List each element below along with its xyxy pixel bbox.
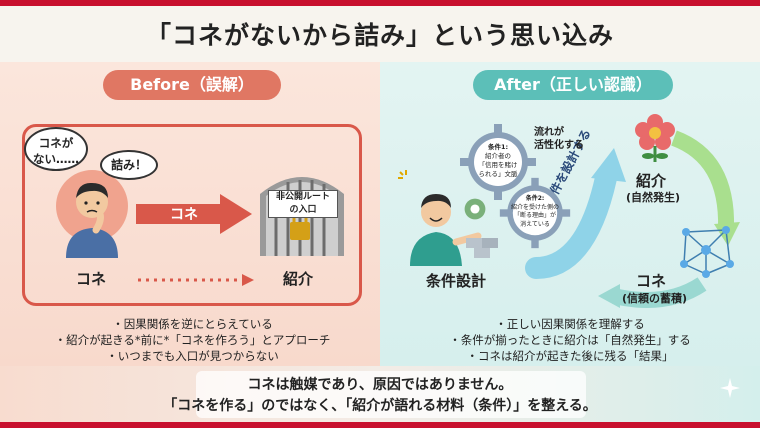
builder-label: 条件設計	[426, 272, 487, 290]
gear-icon	[460, 124, 536, 200]
gear2-line-2: 紹介を受けた側の	[510, 203, 559, 211]
gate-sign: 非公開ルート の入口	[268, 190, 338, 218]
dotted-arrow	[138, 274, 254, 286]
gear1-text: 条件1: 紹介者の 「信用を賭け られる」文脈	[470, 143, 526, 179]
gate-label-referral: 紹介	[283, 270, 314, 288]
network-icon	[680, 226, 734, 278]
gear-icon	[464, 198, 486, 220]
builder-person-illustration	[410, 194, 498, 266]
top-accent-bar	[0, 0, 760, 6]
before-frame	[22, 124, 362, 306]
bubble-line-2: ない……	[33, 152, 79, 166]
gear-top-note: 流れが 活性化する	[534, 126, 584, 152]
gear2-text: 条件2: 紹介を受けた側の 「断る理由」が 消えている	[508, 195, 562, 229]
gear1-line-4: られる」文脈	[478, 170, 518, 178]
before-bullet-2: ・紹介が起きる*前に*「コネを作ろう」とアプローチ	[54, 333, 331, 347]
gear2-line-1: 条件2:	[525, 195, 545, 202]
title-band	[0, 6, 760, 62]
gear2-line-4: 消えている	[520, 220, 550, 228]
flower-label: 紹介	[636, 172, 667, 190]
thought-bubble-no-connection: コネが ない……	[24, 127, 88, 171]
bottom-accent-bar	[0, 422, 760, 428]
gear1-line-1: 条件1:	[487, 143, 509, 151]
flower-sub: (自然発生)	[626, 191, 681, 204]
gate-sign-line-2: の入口	[289, 205, 317, 215]
after-label: After（正しい認識）	[473, 70, 673, 100]
network-label: コネ	[636, 272, 667, 290]
gear1-line-3: 「信用を賭け	[478, 161, 518, 169]
worried-person-illustration	[56, 170, 128, 258]
person-label-connection: コネ	[76, 270, 107, 288]
before-label: Before（誤解）	[103, 70, 281, 100]
after-bullets: ・正しい因果関係を理解する ・条件が揃ったときに紹介は「自然発生」する ・コネは…	[390, 316, 750, 364]
footer-card	[196, 371, 586, 418]
page-title: 「コネがないから詰み」という思い込み	[145, 21, 614, 50]
before-bullet-1: ・因果関係を逆にとらえている	[112, 317, 273, 331]
footer-line-2: 「コネを作る」のではなく、「紹介が語れる材料（条件）」を整える。	[163, 398, 597, 414]
cycle-arrows	[525, 130, 740, 308]
after-bullet-3: ・コネは紹介が起きた後に残る「結果」	[466, 349, 674, 363]
network-sub: (信頼の蓄積)	[622, 292, 688, 305]
before-bullets: ・因果関係を逆にとらえている ・紹介が起きる*前に*「コネを作ろう」とアプローチ…	[10, 316, 375, 364]
gear1-line-2: 紹介者の	[485, 152, 511, 160]
gear2-line-3: 「断る理由」が	[513, 212, 556, 219]
after-bullet-1: ・正しい因果関係を理解する	[495, 317, 645, 331]
gear-icon	[499, 177, 571, 249]
sparkle-icon	[398, 170, 407, 179]
speech-bubble-stuck: 詰み！	[100, 150, 158, 180]
sparkle-icon	[720, 378, 740, 398]
gate-sign-line-1: 非公開ルート	[275, 192, 330, 202]
bubble-line-1: コネが	[38, 136, 74, 150]
footer-line-1: コネは触媒であり、原因ではありません。	[247, 377, 513, 393]
gear-top-note-line-2: 活性化する	[534, 140, 584, 151]
flower-icon	[635, 114, 675, 162]
arrow-label-connection: コネ	[170, 207, 198, 223]
after-bullet-2: ・条件が揃ったときに紹介は「自然発生」する	[449, 333, 691, 347]
gear-top-note-line-1: 流れが	[534, 127, 564, 138]
before-bullet-3: ・いつまでも入口が見つからない	[106, 349, 279, 363]
red-arrow	[136, 194, 252, 234]
